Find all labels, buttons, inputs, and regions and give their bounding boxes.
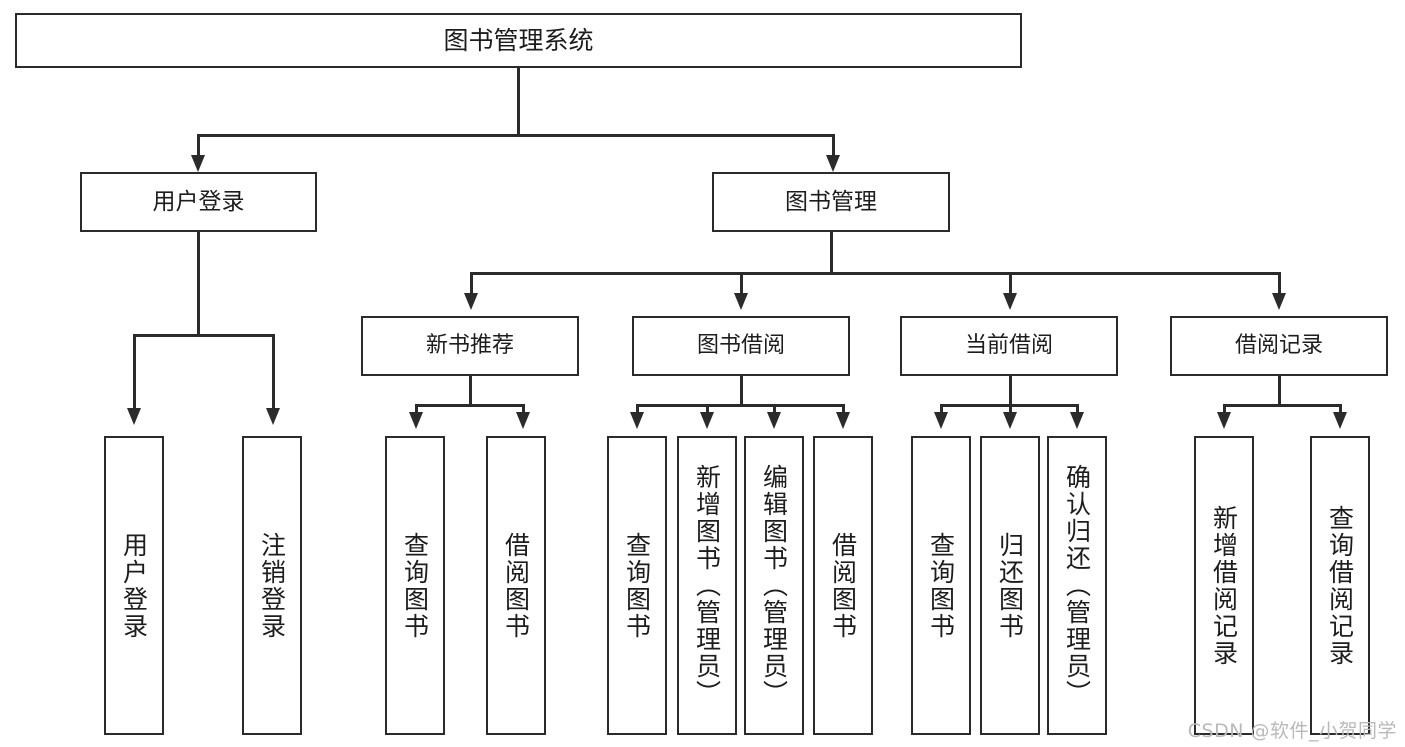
- node-current-borrow[interactable]: 当前借阅: [900, 316, 1118, 376]
- connector-book-manage-drop-3: [1009, 272, 1012, 294]
- connector-new-book-stem: [469, 376, 472, 406]
- connector-borrow-record-drop-2: [1339, 404, 1342, 412]
- arrow-to-leaf-add-book: [700, 412, 714, 429]
- connector-root-bar: [197, 134, 834, 137]
- node-borrow-record[interactable]: 借阅记录: [1170, 316, 1388, 376]
- arrow-to-leaf-edit-book: [767, 412, 781, 429]
- leaf-query-book-3[interactable]: 查询图书: [911, 436, 971, 735]
- node-new-book-recommend[interactable]: 新书推荐: [361, 316, 579, 376]
- arrow-to-leaf-user-login: [127, 408, 141, 425]
- connector-book-borrow-bar: [636, 404, 844, 407]
- arrow-to-book-borrow: [734, 293, 748, 310]
- connector-book-borrow-stem: [740, 376, 743, 406]
- connector-borrow-record-stem: [1278, 376, 1281, 406]
- arrow-to-leaf-query-book-1: [409, 412, 423, 429]
- leaf-add-record-label: 新增借阅记录: [1209, 504, 1239, 667]
- node-user-login[interactable]: 用户登录: [80, 172, 317, 232]
- arrow-to-new-book-recommend: [464, 293, 478, 310]
- arrow-to-leaf-confirm-return: [1070, 412, 1084, 429]
- arrow-to-borrow-record: [1272, 293, 1286, 310]
- leaf-query-book-2-label: 查询图书: [622, 531, 652, 640]
- leaf-logout[interactable]: 注销登录: [242, 436, 302, 735]
- arrow-to-leaf-return-book: [1003, 412, 1017, 429]
- leaf-logout-label: 注销登录: [257, 531, 287, 640]
- leaf-add-book[interactable]: 新增图书（管理员）: [677, 436, 737, 735]
- connector-book-manage-drop-4: [1278, 272, 1281, 294]
- connector-user-login-drop-1: [133, 334, 136, 409]
- node-book-manage[interactable]: 图书管理: [712, 172, 950, 232]
- connector-current-borrow-drop-2: [1009, 404, 1012, 412]
- arrow-to-leaf-borrow-book-1: [516, 412, 530, 429]
- arrow-to-user-login: [191, 155, 205, 172]
- connector-root-to-user-login: [197, 134, 200, 156]
- leaf-add-record[interactable]: 新增借阅记录: [1194, 436, 1254, 735]
- arrow-to-book-manage: [826, 155, 840, 172]
- connector-current-borrow-drop-3: [1076, 404, 1079, 412]
- connector-root-stem: [517, 68, 520, 135]
- leaf-borrow-book-1[interactable]: 借阅图书: [486, 436, 546, 735]
- leaf-borrow-book-2-label: 借阅图书: [828, 531, 858, 640]
- leaf-edit-book[interactable]: 编辑图书（管理员）: [744, 436, 804, 735]
- leaf-confirm-return[interactable]: 确认归还（管理员）: [1047, 436, 1107, 735]
- arrow-to-current-borrow: [1003, 293, 1017, 310]
- connector-borrow-record-drop-1: [1223, 404, 1226, 412]
- arrow-to-leaf-query-record: [1333, 412, 1347, 429]
- leaf-query-book-3-label: 查询图书: [926, 531, 956, 640]
- connector-user-login-bar: [133, 334, 275, 337]
- connector-book-borrow-drop-2: [706, 404, 709, 412]
- leaf-return-book[interactable]: 归还图书: [980, 436, 1040, 735]
- leaf-query-book-2[interactable]: 查询图书: [607, 436, 667, 735]
- connector-root-to-book-manage: [832, 134, 835, 156]
- connector-user-login-drop-2: [272, 334, 275, 409]
- leaf-user-login-label: 用户登录: [119, 531, 149, 640]
- leaf-query-book-1-label: 查询图书: [400, 531, 430, 640]
- connector-new-book-bar: [415, 404, 525, 407]
- leaf-user-login[interactable]: 用户登录: [104, 436, 164, 735]
- arrow-to-leaf-borrow-book-2: [836, 412, 850, 429]
- connector-new-book-drop-2: [522, 404, 525, 412]
- node-book-borrow[interactable]: 图书借阅: [632, 316, 850, 376]
- leaf-borrow-book-2[interactable]: 借阅图书: [813, 436, 873, 735]
- connector-book-manage-bar: [470, 272, 1280, 275]
- connector-user-login-stem: [197, 232, 200, 336]
- leaf-add-book-label: 新增图书（管理员）: [692, 464, 722, 707]
- leaf-confirm-return-label: 确认归还（管理员）: [1062, 464, 1092, 707]
- connector-new-book-drop-1: [415, 404, 418, 412]
- leaf-query-book-1[interactable]: 查询图书: [385, 436, 445, 735]
- leaf-edit-book-label: 编辑图书（管理员）: [759, 464, 789, 707]
- connector-book-manage-drop-1: [470, 272, 473, 294]
- leaf-return-book-label: 归还图书: [995, 531, 1025, 640]
- connector-book-manage-stem: [830, 232, 833, 274]
- node-root[interactable]: 图书管理系统: [15, 13, 1022, 68]
- connector-book-borrow-drop-3: [773, 404, 776, 412]
- arrow-to-leaf-query-book-3: [934, 412, 948, 429]
- connector-book-borrow-drop-1: [636, 404, 639, 412]
- connector-current-borrow-stem: [1009, 376, 1012, 406]
- arrow-to-leaf-query-book-2: [630, 412, 644, 429]
- arrow-to-leaf-logout: [266, 408, 280, 425]
- connector-book-manage-drop-2: [740, 272, 743, 294]
- leaf-query-record-label: 查询借阅记录: [1325, 504, 1355, 667]
- leaf-query-record[interactable]: 查询借阅记录: [1310, 436, 1370, 735]
- connector-current-borrow-drop-1: [940, 404, 943, 412]
- arrow-to-leaf-add-record: [1217, 412, 1231, 429]
- connector-borrow-record-bar: [1223, 404, 1341, 407]
- connector-book-borrow-drop-4: [842, 404, 845, 412]
- leaf-borrow-book-1-label: 借阅图书: [501, 531, 531, 640]
